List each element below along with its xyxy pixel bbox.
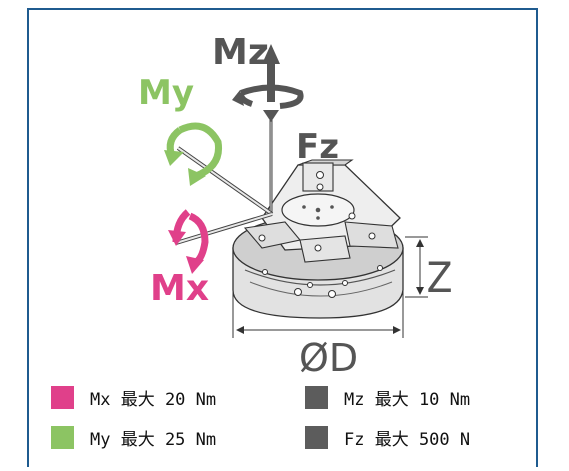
my-label: My: [138, 73, 194, 113]
z-dimension: [405, 236, 428, 298]
mz-rotation-arrow: [232, 44, 304, 122]
diameter-label: ØD: [299, 336, 358, 380]
mz-label: Mz: [212, 32, 269, 73]
mx-rotation-arrow: [168, 209, 209, 274]
axis-rods: [175, 120, 274, 245]
gripper-body: [232, 159, 404, 319]
my-rotation-arrow: [164, 122, 223, 186]
z-label: Z: [427, 254, 453, 302]
diameter-dimension: [232, 290, 404, 338]
mx-label: Mx: [150, 268, 209, 309]
fz-label: Fz: [296, 127, 339, 167]
